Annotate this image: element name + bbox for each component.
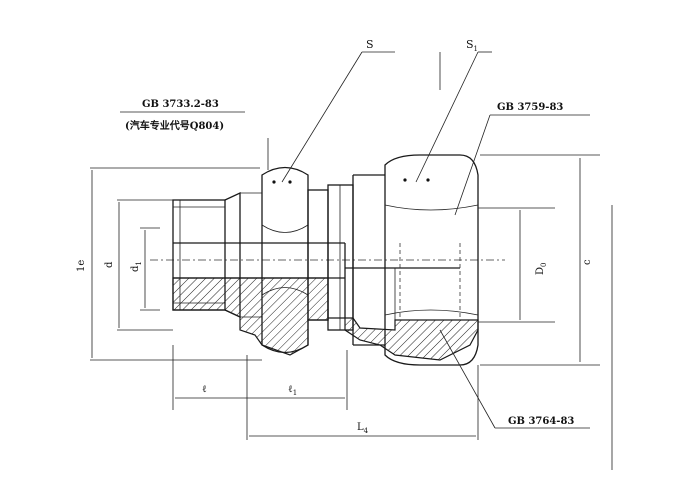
dim-lines-right — [478, 154, 613, 470]
dim-lines-left — [90, 167, 262, 361]
dim-lines-bottom — [172, 345, 479, 440]
dim-L: L4 — [357, 422, 369, 435]
dim-le: 1e — [76, 260, 87, 272]
dim-l: ℓ — [202, 384, 207, 395]
label-gb-ring: GB 3764-83 — [508, 416, 574, 427]
label-s: S — [366, 38, 374, 51]
label-gb-body-sub: (汽车专业代号Q804) — [125, 119, 224, 132]
dim-d: d — [104, 261, 115, 268]
label-gb-nut: GB 3759-83 — [497, 102, 563, 113]
dim-d1: d1 — [130, 261, 143, 272]
dim-c: c — [582, 259, 593, 265]
dim-d0: D0 — [535, 263, 548, 276]
label-gb-body: GB 3733.2-83 — [142, 99, 219, 110]
section-hatch — [172, 277, 479, 361]
label-s1: S1 — [466, 38, 478, 53]
dim-l1: ℓ1 — [288, 384, 297, 397]
leader-lines — [120, 51, 590, 429]
